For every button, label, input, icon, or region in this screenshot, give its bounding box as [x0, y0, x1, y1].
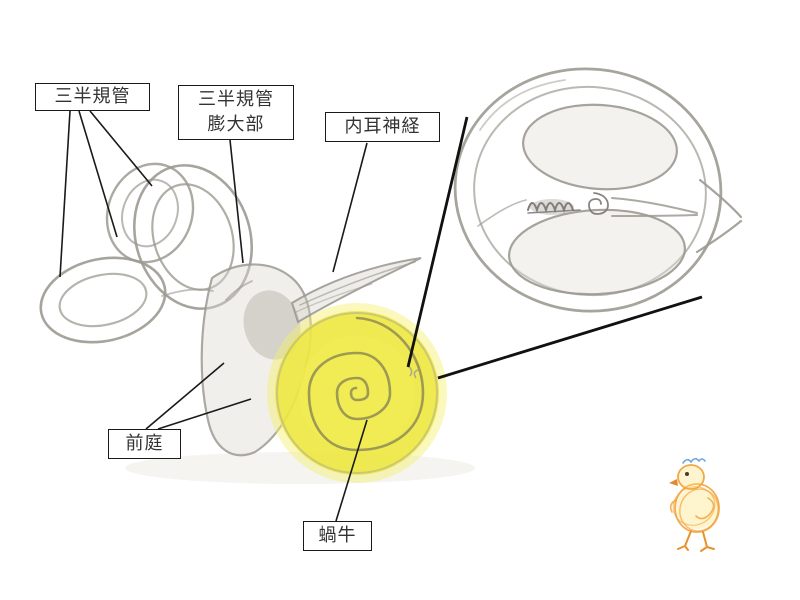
label-vestibule-text: 前庭	[125, 432, 164, 454]
chick-beak	[669, 479, 678, 486]
chick-doodle	[669, 457, 720, 552]
ampulla-leader	[229, 139, 244, 264]
label-cochlea: 蝸牛	[303, 521, 372, 551]
scc-leader-2	[78, 110, 118, 238]
zoom-line-upper	[406, 116, 469, 368]
label-ampulla: 三半規管 膨大部	[178, 85, 294, 140]
zoom-line-lower	[437, 295, 703, 380]
zoom-lines	[406, 116, 703, 380]
label-inner-ear-nerve: 内耳神経	[325, 112, 440, 142]
label-cochlea-text: 蝸牛	[318, 524, 357, 546]
leader-lines	[59, 110, 368, 522]
scc-leader-3	[89, 110, 153, 187]
nerve-sketch	[290, 257, 422, 324]
scc-leader-1	[59, 110, 71, 278]
label-semicircular-canals-text: 三半規管	[54, 85, 131, 107]
label-inner-ear-nerve-text: 内耳神経	[344, 115, 421, 137]
vestibule-leader-2	[157, 398, 252, 430]
cochlea-highlight	[267, 303, 447, 483]
chick-hair-squiggle	[682, 457, 706, 464]
chick-eye	[685, 472, 689, 476]
label-semicircular-canals: 三半規管	[35, 83, 150, 111]
lower-duct	[507, 208, 687, 296]
chick-legs	[677, 530, 715, 552]
cross-section-sketch	[453, 67, 743, 313]
vestibule-leader-1	[145, 362, 225, 430]
label-vestibule: 前庭	[108, 429, 181, 459]
label-ampulla-line2: 膨大部	[207, 113, 265, 135]
label-ampulla-line1: 三半規管	[198, 89, 274, 111]
upper-duct	[522, 103, 678, 191]
cochlea-spiral	[307, 316, 425, 452]
cochlea-leader	[335, 419, 368, 522]
nerve-leader	[332, 142, 368, 273]
